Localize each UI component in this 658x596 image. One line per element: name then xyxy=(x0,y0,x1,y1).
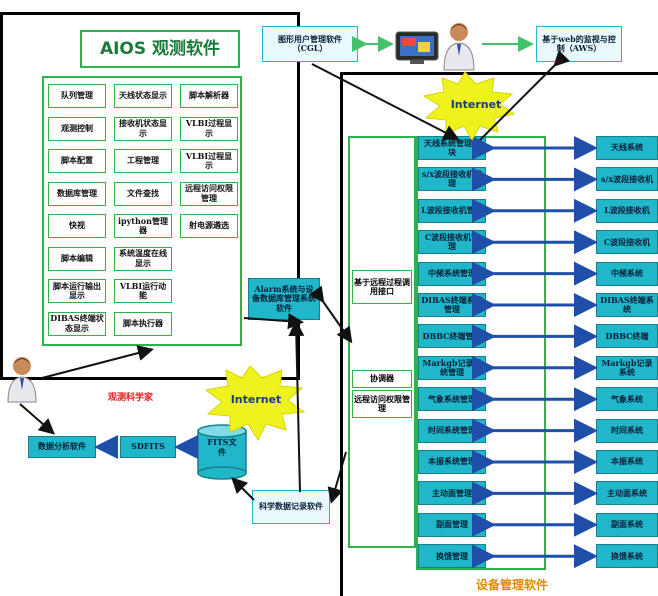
arrow-aios-alarm xyxy=(243,313,304,330)
system-box: 时间系统 xyxy=(596,418,658,443)
internet-label-bottom: Internet xyxy=(230,393,282,406)
aios-item: 文件查找 xyxy=(114,181,172,206)
aios-item: VLBI过程显示 xyxy=(180,116,238,141)
analysis-box: 数据分析软件 xyxy=(28,436,96,458)
aios-item: 观测控制 xyxy=(48,116,106,141)
aios-item: 队列管理 xyxy=(48,84,106,108)
aios-item: 工程管理 xyxy=(114,149,172,173)
arrow-scientist-aios xyxy=(41,345,154,379)
arrow-recorder-alarm xyxy=(288,320,305,493)
aios-item: 脚本解析器 xyxy=(180,84,238,108)
arrow-equipment-recorder xyxy=(327,451,347,504)
arrow-scientist-analysis xyxy=(19,403,56,435)
rpc-interface: 基于远程过程调用接口 xyxy=(352,270,412,304)
aios-item: VLBI运行动能 xyxy=(114,279,172,303)
coordinator: 协调器 xyxy=(352,370,412,388)
aios-item: DIBAS终端状态显示 xyxy=(48,311,106,336)
aios-item: 快视 xyxy=(48,214,106,238)
aios-item: 远程访问权限管理 xyxy=(180,181,238,206)
arrow-alarm-equipment xyxy=(308,285,353,344)
fits-label: FITS文件 xyxy=(207,437,237,457)
system-box: s/x波段接收机 xyxy=(596,167,658,192)
system-box: 副面系统 xyxy=(596,512,658,537)
alarm-box: Alarm系统与设备数据库管理系统软件 xyxy=(248,278,320,320)
system-box: 天线系统 xyxy=(596,136,658,160)
aios-item: 脚本配置 xyxy=(48,149,106,173)
aios-item: 射电源遴选 xyxy=(180,214,238,238)
scientist-avatar xyxy=(6,354,38,404)
fits-cylinder xyxy=(196,424,248,480)
internet-burst-bottom xyxy=(204,365,306,442)
arrow-aws-antenna xyxy=(479,49,571,141)
aios-item: 数据库管理 xyxy=(48,181,106,206)
aios-item: VLBI过程显示 xyxy=(180,149,238,173)
aios-item: 脚本编辑 xyxy=(48,246,106,271)
remote-access: 远程访问权限管理 xyxy=(352,390,412,418)
aios-title: AIOS 观测软件 xyxy=(80,30,240,68)
system-box: 中频系统 xyxy=(596,261,658,286)
equipment-title: 设备管理软件 xyxy=(462,576,562,594)
arrow-recorder-fits xyxy=(231,477,255,501)
aios-item: ipython管理器 xyxy=(114,214,172,238)
arrow-cgl-antenna xyxy=(311,63,460,140)
system-box: C波段接收机 xyxy=(596,230,658,255)
aios-item: 脚本运行输出显示 xyxy=(48,279,106,303)
aws-box: 基于web的监视与控制（AWS） xyxy=(536,26,622,62)
aios-item: 系统温度在线显示 xyxy=(114,246,172,271)
system-box: DBBC终端 xyxy=(596,324,658,349)
system-box: 换馈系统 xyxy=(596,544,658,569)
recorder-box: 科学数据记录软件 xyxy=(252,490,330,524)
system-box: L波段接收机 xyxy=(596,198,658,223)
aios-item: 接收机状态显示 xyxy=(114,116,172,141)
monitor-icon xyxy=(394,30,440,66)
aios-item: 脚本执行器 xyxy=(114,311,172,336)
aios-item: 天线状态显示 xyxy=(114,84,172,108)
internet-burst-top xyxy=(422,71,516,142)
user-avatar xyxy=(442,20,476,72)
scientist-label: 观测科学家 xyxy=(108,393,154,403)
internet-label-top: Internet xyxy=(450,98,502,111)
